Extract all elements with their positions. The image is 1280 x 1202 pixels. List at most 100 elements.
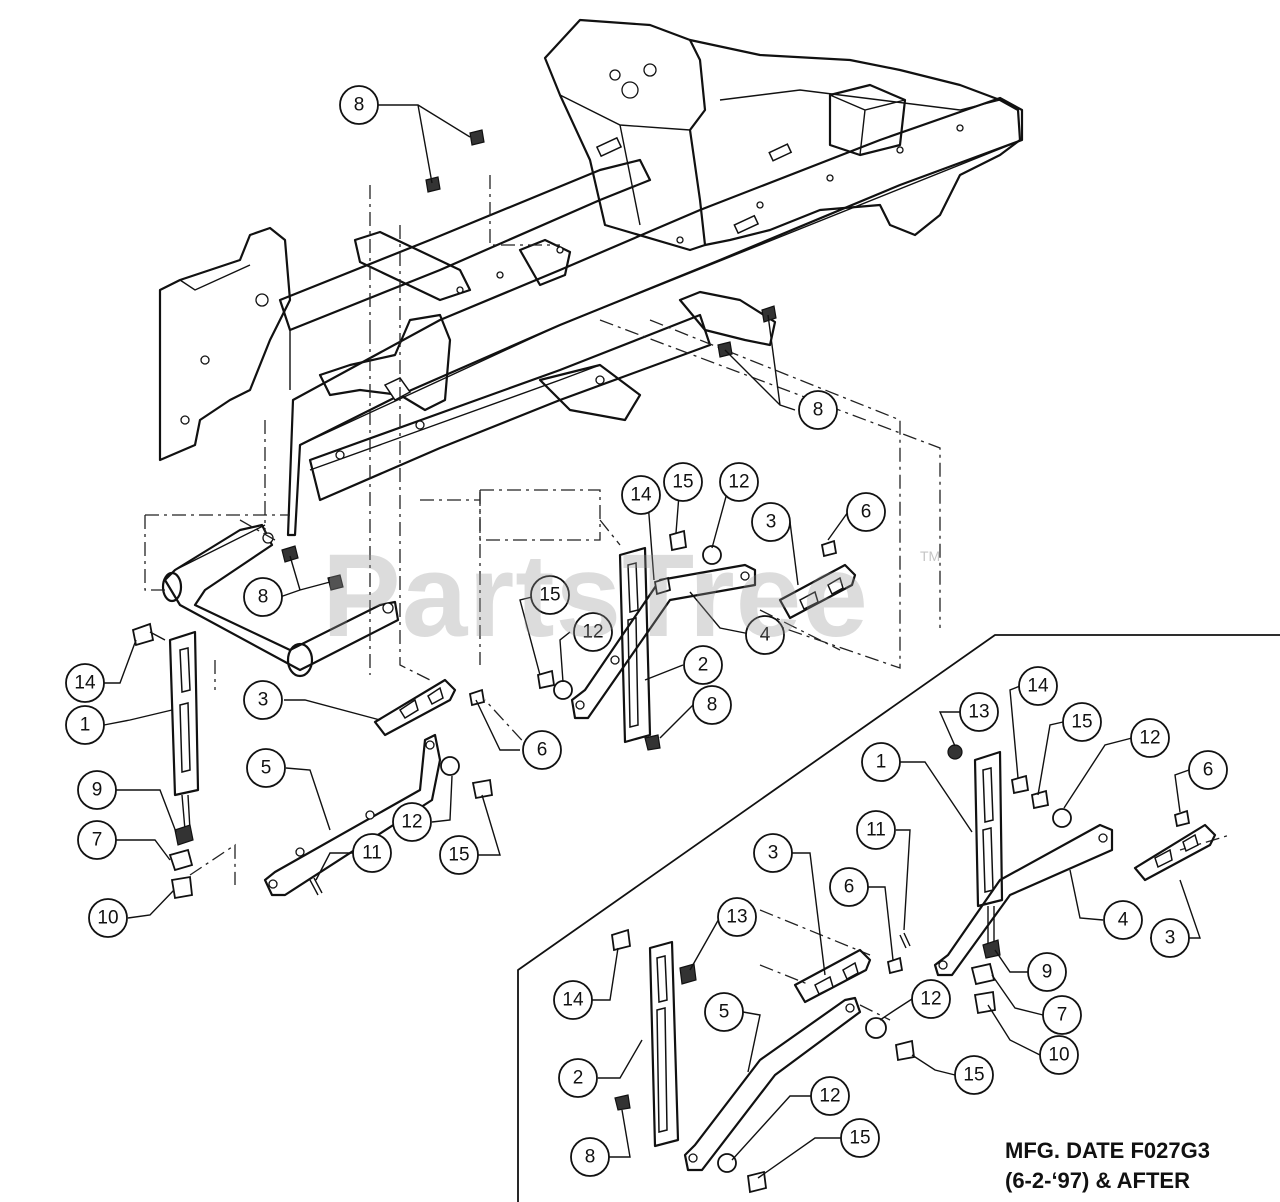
svg-text:2: 2	[698, 655, 709, 676]
frame-hardware	[425, 129, 777, 358]
callout-3: 3	[1150, 918, 1190, 958]
callout-6: 6	[522, 730, 562, 770]
callout-7: 7	[1042, 995, 1082, 1035]
callout-3: 3	[753, 833, 793, 873]
callout-14: 14	[621, 475, 661, 515]
svg-text:14: 14	[74, 673, 96, 694]
svg-text:13: 13	[726, 907, 747, 928]
callout-14: 14	[65, 663, 105, 703]
right-lift-assembly	[536, 529, 857, 751]
callout-3: 3	[243, 680, 283, 720]
tractor-frame	[158, 18, 1024, 537]
callout-1: 1	[861, 742, 901, 782]
svg-text:5: 5	[719, 1002, 730, 1023]
mfg-date-line-2: (6-2-‘97) & AFTER	[1005, 1168, 1190, 1193]
callout-2: 2	[558, 1058, 598, 1098]
mfg-date-note: MFG. DATE F027G3 (6-2-‘97) & AFTER	[1005, 1136, 1210, 1196]
svg-text:4: 4	[760, 625, 771, 646]
callout-3: 3	[751, 502, 791, 542]
svg-text:3: 3	[1165, 928, 1176, 949]
svg-text:14: 14	[1027, 676, 1049, 697]
svg-text:2: 2	[573, 1068, 584, 1089]
callout-6: 6	[846, 492, 886, 532]
svg-text:12: 12	[728, 472, 749, 493]
callout-4: 4	[1103, 900, 1143, 940]
callout-13: 13	[717, 897, 757, 937]
svg-text:8: 8	[813, 400, 824, 421]
svg-text:8: 8	[585, 1147, 596, 1168]
leader-lines	[103, 104, 1201, 1179]
callout-12: 12	[810, 1076, 850, 1116]
svg-text:6: 6	[844, 877, 855, 898]
svg-text:12: 12	[819, 1086, 840, 1107]
svg-text:9: 9	[92, 780, 103, 801]
callout-8: 8	[692, 685, 732, 725]
svg-text:4: 4	[1118, 910, 1129, 931]
callout-8: 8	[798, 390, 838, 430]
svg-text:12: 12	[401, 812, 422, 833]
svg-text:15: 15	[448, 845, 469, 866]
svg-text:14: 14	[562, 990, 584, 1011]
svg-text:10: 10	[1048, 1045, 1069, 1066]
svg-text:1: 1	[876, 752, 887, 773]
callout-15: 15	[840, 1118, 880, 1158]
callout-14: 14	[1018, 666, 1058, 706]
svg-text:15: 15	[672, 472, 693, 493]
svg-text:3: 3	[258, 690, 269, 711]
svg-text:5: 5	[261, 758, 272, 779]
svg-text:3: 3	[766, 512, 777, 533]
mfg-date-line-1: MFG. DATE F027G3	[1005, 1138, 1210, 1163]
svg-text:10: 10	[97, 908, 118, 929]
svg-text:8: 8	[354, 95, 365, 116]
callout-14: 14	[553, 980, 593, 1020]
svg-text:6: 6	[1203, 760, 1214, 781]
callout-9: 9	[77, 770, 117, 810]
callout-15: 15	[530, 575, 570, 615]
callout-12: 12	[719, 462, 759, 502]
inset-border	[517, 634, 1280, 1202]
callout-labels: 8 8 15 14 12 3 6 4 2 8 15 12 8 14 1 3 6 …	[65, 85, 1228, 1177]
left-lift-assembly	[131, 545, 494, 900]
inset-left-assembly	[611, 928, 915, 1194]
callout-5: 5	[704, 992, 744, 1032]
svg-text:15: 15	[539, 585, 560, 606]
svg-text:3: 3	[768, 843, 779, 864]
svg-text:15: 15	[1071, 712, 1092, 733]
svg-text:7: 7	[92, 830, 103, 851]
callout-15: 15	[663, 462, 703, 502]
callout-8: 8	[339, 85, 379, 125]
callout-11: 11	[856, 810, 896, 850]
callout-12: 12	[1130, 718, 1170, 758]
callout-2: 2	[683, 645, 723, 685]
svg-text:13: 13	[968, 702, 989, 723]
trademark-mark: TM	[920, 548, 941, 564]
callout-12: 12	[911, 979, 951, 1019]
svg-text:11: 11	[362, 843, 382, 864]
svg-text:8: 8	[707, 695, 718, 716]
callout-10: 10	[88, 898, 128, 938]
callout-6: 6	[829, 867, 869, 907]
svg-text:12: 12	[920, 989, 941, 1010]
svg-text:12: 12	[582, 622, 603, 643]
svg-text:8: 8	[258, 587, 269, 608]
svg-text:7: 7	[1057, 1005, 1068, 1026]
callout-1: 1	[65, 705, 105, 745]
axle-pivot-bar	[161, 523, 400, 678]
svg-text:11: 11	[866, 820, 886, 841]
callout-10: 10	[1039, 1035, 1079, 1075]
svg-text:12: 12	[1139, 728, 1160, 749]
callout-15: 15	[1062, 702, 1102, 742]
callout-15: 15	[439, 835, 479, 875]
svg-text:15: 15	[849, 1128, 870, 1149]
svg-text:9: 9	[1042, 962, 1053, 983]
callout-5: 5	[246, 748, 286, 788]
callout-6: 6	[1188, 750, 1228, 790]
svg-text:15: 15	[963, 1065, 984, 1086]
callout-8: 8	[243, 577, 283, 617]
callout-13: 13	[959, 692, 999, 732]
svg-text:14: 14	[630, 485, 652, 506]
inset-right-assembly	[899, 744, 1217, 1015]
callout-4: 4	[745, 615, 785, 655]
